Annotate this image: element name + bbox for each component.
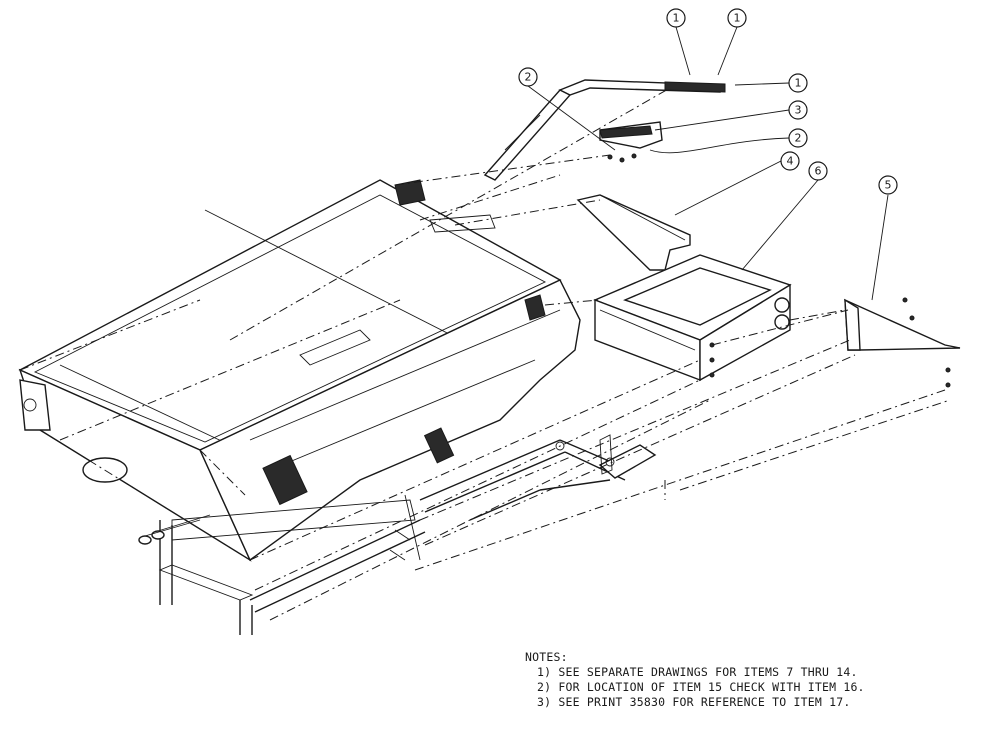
callout-balloon-2a: 2 (518, 67, 538, 87)
callout-balloon-1a: 1 (666, 8, 686, 28)
box-frame-part (593, 254, 792, 382)
hopper-body (18, 179, 581, 562)
arm-bracket-part (483, 79, 726, 181)
callout-label: 2 (795, 132, 802, 145)
callout-balloon-1b: 1 (727, 8, 747, 28)
plate-part (599, 121, 663, 149)
callout-label: 1 (734, 12, 741, 25)
callout-balloon-2b: 2 (788, 128, 808, 148)
hopper-frame (138, 499, 426, 635)
assembly-centerlines (19, 87, 951, 621)
note-item-3: 3) SEE PRINT 35830 FOR REFERENCE TO ITEM… (537, 695, 851, 709)
callout-label: 1 (673, 12, 680, 25)
drawing-notes: NOTES: 1) SEE SEPARATE DRAWINGS FOR ITEM… (525, 650, 995, 710)
callout-label: 4 (787, 155, 794, 168)
note-item-2: 2) FOR LOCATION OF ITEM 15 CHECK WITH IT… (537, 680, 865, 694)
callout-balloon-1c: 1 (788, 73, 808, 93)
callout-balloon-5: 5 (878, 175, 898, 195)
discharge-arm (389, 434, 657, 561)
callout-leaders (527, 26, 889, 301)
callout-balloon-6: 6 (808, 161, 828, 181)
callout-label: 3 (795, 104, 802, 117)
angle-bracket-part (576, 194, 691, 271)
side-bracket-part (844, 297, 961, 388)
notes-heading: NOTES: (525, 650, 568, 664)
callout-label: 2 (525, 71, 532, 84)
callout-balloon-4: 4 (780, 151, 800, 171)
callout-balloon-3: 3 (788, 100, 808, 120)
callout-label: 5 (885, 179, 892, 192)
callout-label: 1 (795, 77, 802, 90)
note-item-1: 1) SEE SEPARATE DRAWINGS FOR ITEMS 7 THR… (537, 665, 858, 679)
callout-label: 6 (815, 165, 822, 178)
